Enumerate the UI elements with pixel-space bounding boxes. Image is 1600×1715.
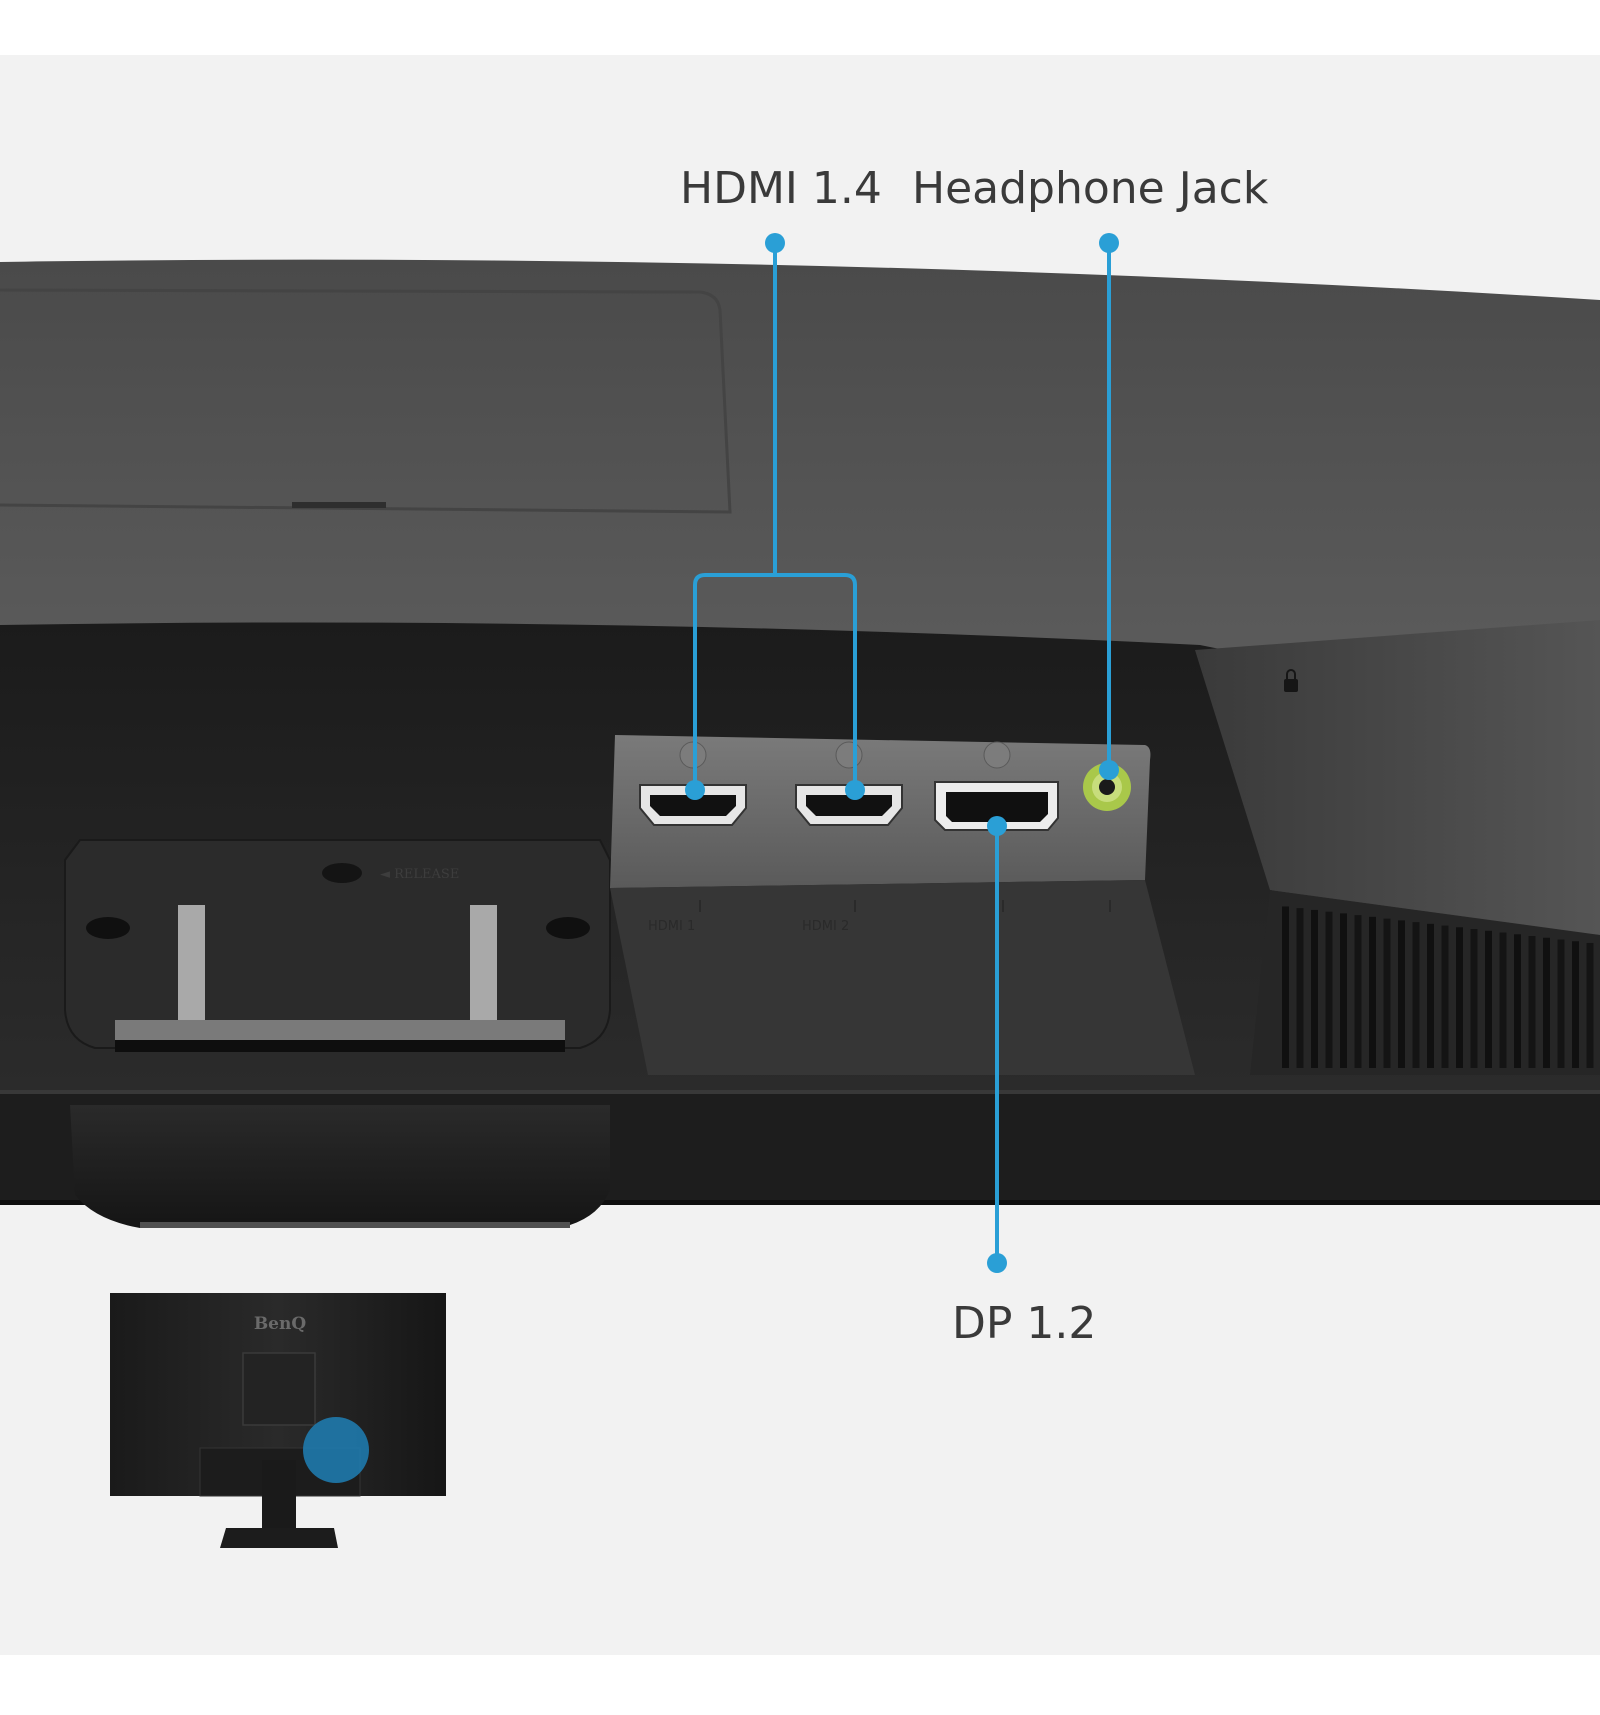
vent-slots <box>1282 906 1594 1068</box>
release-button <box>322 863 362 883</box>
vent-slot <box>1282 906 1289 1068</box>
vent-slot <box>1470 929 1478 1068</box>
upper-panel-outline <box>0 288 732 514</box>
vent-slot <box>1557 939 1565 1068</box>
vent-slot <box>1296 908 1304 1068</box>
right-vent-housing <box>1250 890 1600 1075</box>
audio-jack-icon <box>1083 763 1131 811</box>
callout-hdmi <box>693 245 857 790</box>
stand-crossbar-shadow <box>115 1040 565 1052</box>
kensington-lock-icon <box>1284 669 1298 692</box>
port-label-strip <box>610 880 1195 1075</box>
thumbnail-brand-logo: BenQ <box>254 1314 307 1334</box>
vent-slot <box>1586 942 1594 1068</box>
vent-slot <box>1485 930 1492 1068</box>
vent-slot <box>1427 923 1434 1068</box>
vent-slot <box>1340 913 1347 1068</box>
vent-slot <box>1412 922 1420 1068</box>
vent-slot <box>1398 920 1405 1068</box>
mount-screw-hole-right <box>546 917 590 939</box>
vent-slot <box>1383 918 1391 1068</box>
vent-slot <box>1456 927 1463 1068</box>
hdmi-port-icon <box>639 784 747 826</box>
vent-slot <box>1354 915 1362 1068</box>
callout-dot-headphone <box>1099 760 1119 780</box>
vent-slot <box>1499 932 1507 1068</box>
callout-dot-hdmi1 <box>685 780 705 800</box>
vent-slot <box>1441 925 1449 1068</box>
vent-slot <box>1514 934 1521 1068</box>
stand-hook-left <box>178 905 205 1020</box>
hdmi2-marking: HDMI 2 <box>802 919 849 934</box>
release-marking: ◄ RELEASE <box>380 867 459 882</box>
panel-slot <box>292 502 386 508</box>
hdmi-port-icon <box>795 784 903 826</box>
stand-hook-right <box>470 905 497 1020</box>
thumbnail-monitor: BenQ <box>110 1293 446 1548</box>
callout-dot-dp <box>987 816 1007 836</box>
vent-slot <box>1528 936 1536 1068</box>
displayport-port-icon <box>934 781 1059 831</box>
bottom-ledge-edge <box>0 1200 1600 1205</box>
headphone-callout-label: Headphone Jack <box>912 163 1269 214</box>
bottom-ledge-highlight <box>0 1090 1600 1094</box>
callout-dot-hdmi-top <box>765 233 785 253</box>
vent-slot <box>1543 937 1550 1068</box>
screw-marker-hdmi2 <box>835 741 863 769</box>
vent-slot <box>1325 911 1333 1068</box>
mount-screw-hole-left <box>86 917 130 939</box>
screw-marker-dp <box>983 741 1011 769</box>
vent-slot <box>1369 916 1376 1068</box>
stand-neck-edge <box>140 1222 570 1228</box>
hdmi-callout-label: HDMI 1.4 <box>680 163 882 214</box>
dp-callout-label: DP 1.2 <box>952 1298 1096 1349</box>
callout-dot-hdmi2 <box>845 780 865 800</box>
callout-dot-dp-bottom <box>987 1253 1007 1273</box>
stand-neck <box>70 1105 610 1228</box>
vent-slot <box>1572 941 1579 1068</box>
right-side-body <box>1195 620 1600 935</box>
vent-slot <box>1311 909 1318 1068</box>
callout-dot-headphone-top <box>1099 233 1119 253</box>
port-location-indicator <box>303 1417 369 1483</box>
hdmi1-marking: HDMI 1 <box>648 919 695 934</box>
